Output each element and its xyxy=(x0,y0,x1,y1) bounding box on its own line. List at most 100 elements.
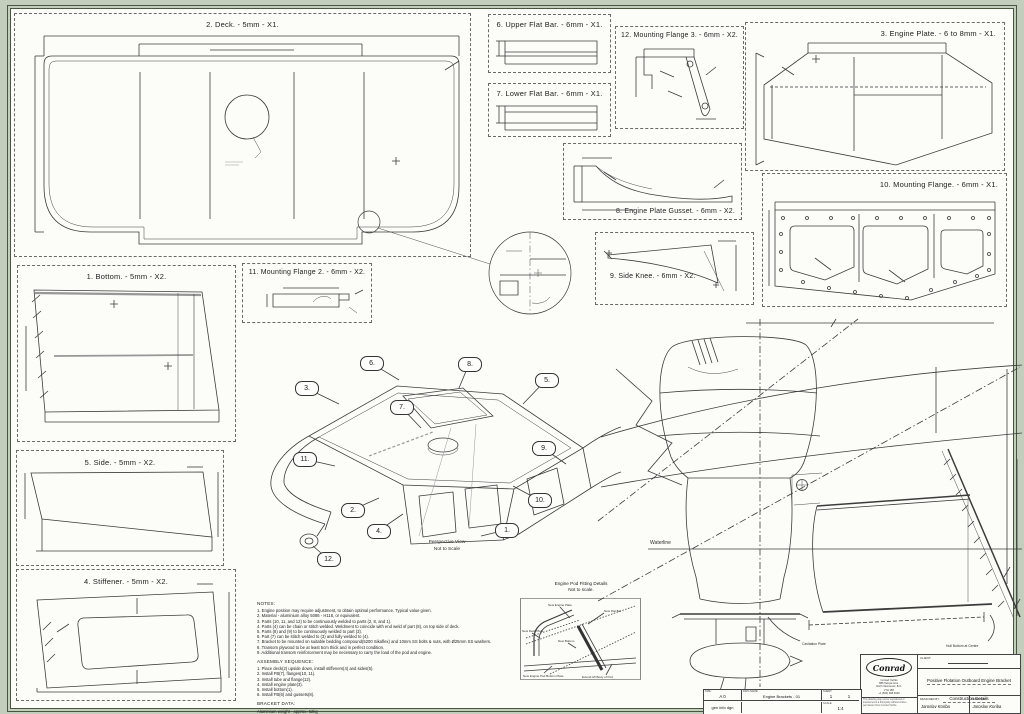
size-label: SIZE: xyxy=(705,690,712,693)
panel-stiffener-title: 4. Stiffener. - 5mm - X2. xyxy=(83,577,169,586)
cavitation-plate-label: Cavitation Plate xyxy=(802,642,826,646)
panel-mounting-flange-3: 12. Mounting Flange 3. - 6mm - X2. xyxy=(615,26,744,129)
credits-row: DESIGNED BY: Jaroslav Koriba DRAWN BY: J… xyxy=(918,696,1020,713)
sheet-current: 1 xyxy=(829,694,833,699)
scale-value: 1:4 xyxy=(837,706,844,711)
assembly-line: 2. Install FB(7), flanges(10, 11). xyxy=(257,671,316,677)
axis-lines xyxy=(598,319,1020,687)
note-line: 7. Bracket to be mounted on suitable bed… xyxy=(257,639,492,645)
panel-upper-flat-bar-title: 6. Upper Flat Bar. - 6mm - X1. xyxy=(496,20,603,29)
company-logo: Conrad xyxy=(866,658,912,677)
panel-stiffener: 4. Stiffener. - 5mm - X2. xyxy=(16,569,236,701)
deck-drawing xyxy=(15,14,470,256)
stiffener-drawing xyxy=(17,570,235,700)
assembly-line: 4. Install engine plate(3). xyxy=(257,681,303,687)
file-name: gen info dgn xyxy=(711,705,734,710)
drawing-sheet: 2. Deck. - 5mm - X1. xyxy=(7,5,1014,714)
panel-lower-flat-bar-title: 7. Lower Flat Bar. - 6mm - X1. xyxy=(496,89,603,98)
company-address: Conrad Yachts 886 Tampa Cres. North Vanc… xyxy=(876,679,902,695)
pod-detail-label-5: Extend Aft Body of Pod xyxy=(582,675,613,679)
panel-side-title: 5. Side. - 5mm - X2. xyxy=(84,458,156,467)
assembly-heading: ASSEMBLY SEQUENCE: xyxy=(257,659,314,665)
note-line: 5. Parts (8) and (9) to be continuously … xyxy=(257,629,362,635)
callout-5: 5. xyxy=(535,373,559,388)
lower-flat-bar-drawing xyxy=(489,84,610,136)
panel-mounting-flange-2: 11. Mounting Flange 2. - 6mm - X2. xyxy=(242,263,372,323)
deck-outline xyxy=(44,56,459,244)
panel-bottom: 1. Bottom. - 5mm - X2. xyxy=(17,265,236,442)
deck-stiffener-lines xyxy=(140,72,364,219)
notes-block: NOTES: 1. Engine position may require ad… xyxy=(257,597,512,714)
company-logo-text: Conrad xyxy=(872,662,906,673)
pod-detail-caption: Engine Pod Fitting Details Not to scale. xyxy=(506,581,656,593)
panel-mounting-flange-3-title: 12. Mounting Flange 3. - 6mm - X2. xyxy=(621,32,738,39)
pod-detail-label-0: New Engine Plate xyxy=(548,603,572,607)
drawn-by-label: DRAWN BY: xyxy=(971,697,988,701)
deck-corner-detail xyxy=(486,229,574,317)
panel-mounting-flange-2-title: 11. Mounting Flange 2. - 6mm - X2. xyxy=(248,269,366,276)
note-line: 4. Parts (4) can be chain or stitch weld… xyxy=(257,623,460,629)
engine-plate-drawing xyxy=(746,23,1004,170)
designed-by-cell: DESIGNED BY: Jaroslav Koriba xyxy=(918,696,969,713)
pod-detail-label-1: New Flat Bar xyxy=(604,609,621,613)
detail-leader xyxy=(11,9,1013,708)
transom-hatch xyxy=(944,459,1004,607)
designed-by-value: Jaroslav Koriba xyxy=(921,704,950,709)
dwg-name-label: DWG NAME: xyxy=(743,690,759,693)
assembly-line: 3. Install tube and flange(12). xyxy=(257,676,312,682)
sheet-total: 1 xyxy=(847,694,851,699)
callout-10: 10. xyxy=(528,493,552,508)
bottom-drawing xyxy=(18,266,235,441)
note-line: 1. Engine position may require adjustmen… xyxy=(257,608,432,614)
client-row: CLIENT: xyxy=(918,655,1020,669)
bottom-hatch xyxy=(32,295,48,398)
title-block: Conrad Conrad Yachts 886 Tampa Cres. Nor… xyxy=(860,654,1021,714)
note-line: 9. Additional transom reinforcement may … xyxy=(257,649,433,655)
panel-engine-plate-gusset: 8. Engine Plate Gusset. - 6mm - X2. xyxy=(563,143,742,220)
panel-engine-plate-gusset-title: 8. Engine Plate Gusset. - 6mm - X2. xyxy=(615,208,735,215)
address-line: V7H 1B7 xyxy=(883,688,895,692)
address-line: Conrad Yachts xyxy=(880,679,898,682)
dwg-name-value: Engine Brackets - 01 xyxy=(762,694,801,699)
drawing-title-row: Positive Flotation Outboard Engine Brack… xyxy=(918,669,1020,703)
note-line: 6. Part (7) can be stitch welded to (3) … xyxy=(257,634,369,640)
bolt-holes xyxy=(780,217,991,300)
drawn-by-cell: DRAWN BY: Jaroslav Koriba xyxy=(968,696,1021,713)
panel-mounting-flange: 10. Mounting Flange. - 6mm - X1. xyxy=(762,173,1007,307)
pod-detail-label-2: New Deck Plate xyxy=(522,629,544,633)
assembly-line: 6. Install FB(6) and gussets(8). xyxy=(257,692,315,698)
panel-upper-flat-bar: 6. Upper Flat Bar. - 6mm - X1. xyxy=(488,14,611,73)
client-label: CLIENT: xyxy=(920,656,932,660)
callout-4: 4. xyxy=(367,524,391,539)
note-line: 8. Transom plywood to be at least 5cm th… xyxy=(257,644,385,650)
dwg-name-cell: DWG NAME: Engine Brackets - 01 xyxy=(742,690,822,701)
sheet-cell: SHEET: 1 1 xyxy=(822,690,859,701)
title-block-main: CLIENT: Positive Flotation Outboard Engi… xyxy=(918,655,1020,713)
panel-engine-plate: 3. Engine Plate. - 6 to 8mm - X1. xyxy=(745,22,1005,171)
outboard-motor xyxy=(657,337,822,691)
drawn-by-value: Jaroslav Koriba xyxy=(972,704,1002,709)
deck-dimensions xyxy=(35,36,459,232)
deck-well-circle xyxy=(225,95,269,165)
size-value: A 0 xyxy=(719,694,726,699)
upper-flat-bar-drawing xyxy=(489,15,610,72)
callout-11: 11. xyxy=(293,452,317,467)
callout-7: 7. xyxy=(390,400,414,415)
panel-lower-flat-bar: 7. Lower Flat Bar. - 6mm - X1. xyxy=(488,83,611,137)
callout-3: 3. xyxy=(295,381,319,396)
assembly-line: 5. Install bottom(1). xyxy=(257,687,293,693)
designed-by-label: DESIGNED BY: xyxy=(920,697,940,701)
pod-detail-label-4: New Engine Pod Bottom Plate xyxy=(523,674,564,678)
mounting-flange-drawing xyxy=(763,174,1006,306)
panel-engine-plate-title: 3. Engine Plate. - 6 to 8mm - X1. xyxy=(880,29,996,38)
panel-side-knee-title: 9. Side Knee. - 6mm - X2. xyxy=(610,273,696,280)
panel-side-knee: 9. Side Knee. - 6mm - X2. xyxy=(595,232,754,305)
waterline-label: Waterline xyxy=(650,540,671,546)
scale-cell: SCALE: 1:4 xyxy=(822,702,859,713)
callout-12: 12. xyxy=(317,552,341,567)
hull-background xyxy=(601,365,1022,487)
pod-detail-caption-2: Not to scale. xyxy=(568,587,594,592)
mounting-flange-2-drawing xyxy=(243,264,371,322)
mounting-flange-3-drawing xyxy=(616,27,743,128)
